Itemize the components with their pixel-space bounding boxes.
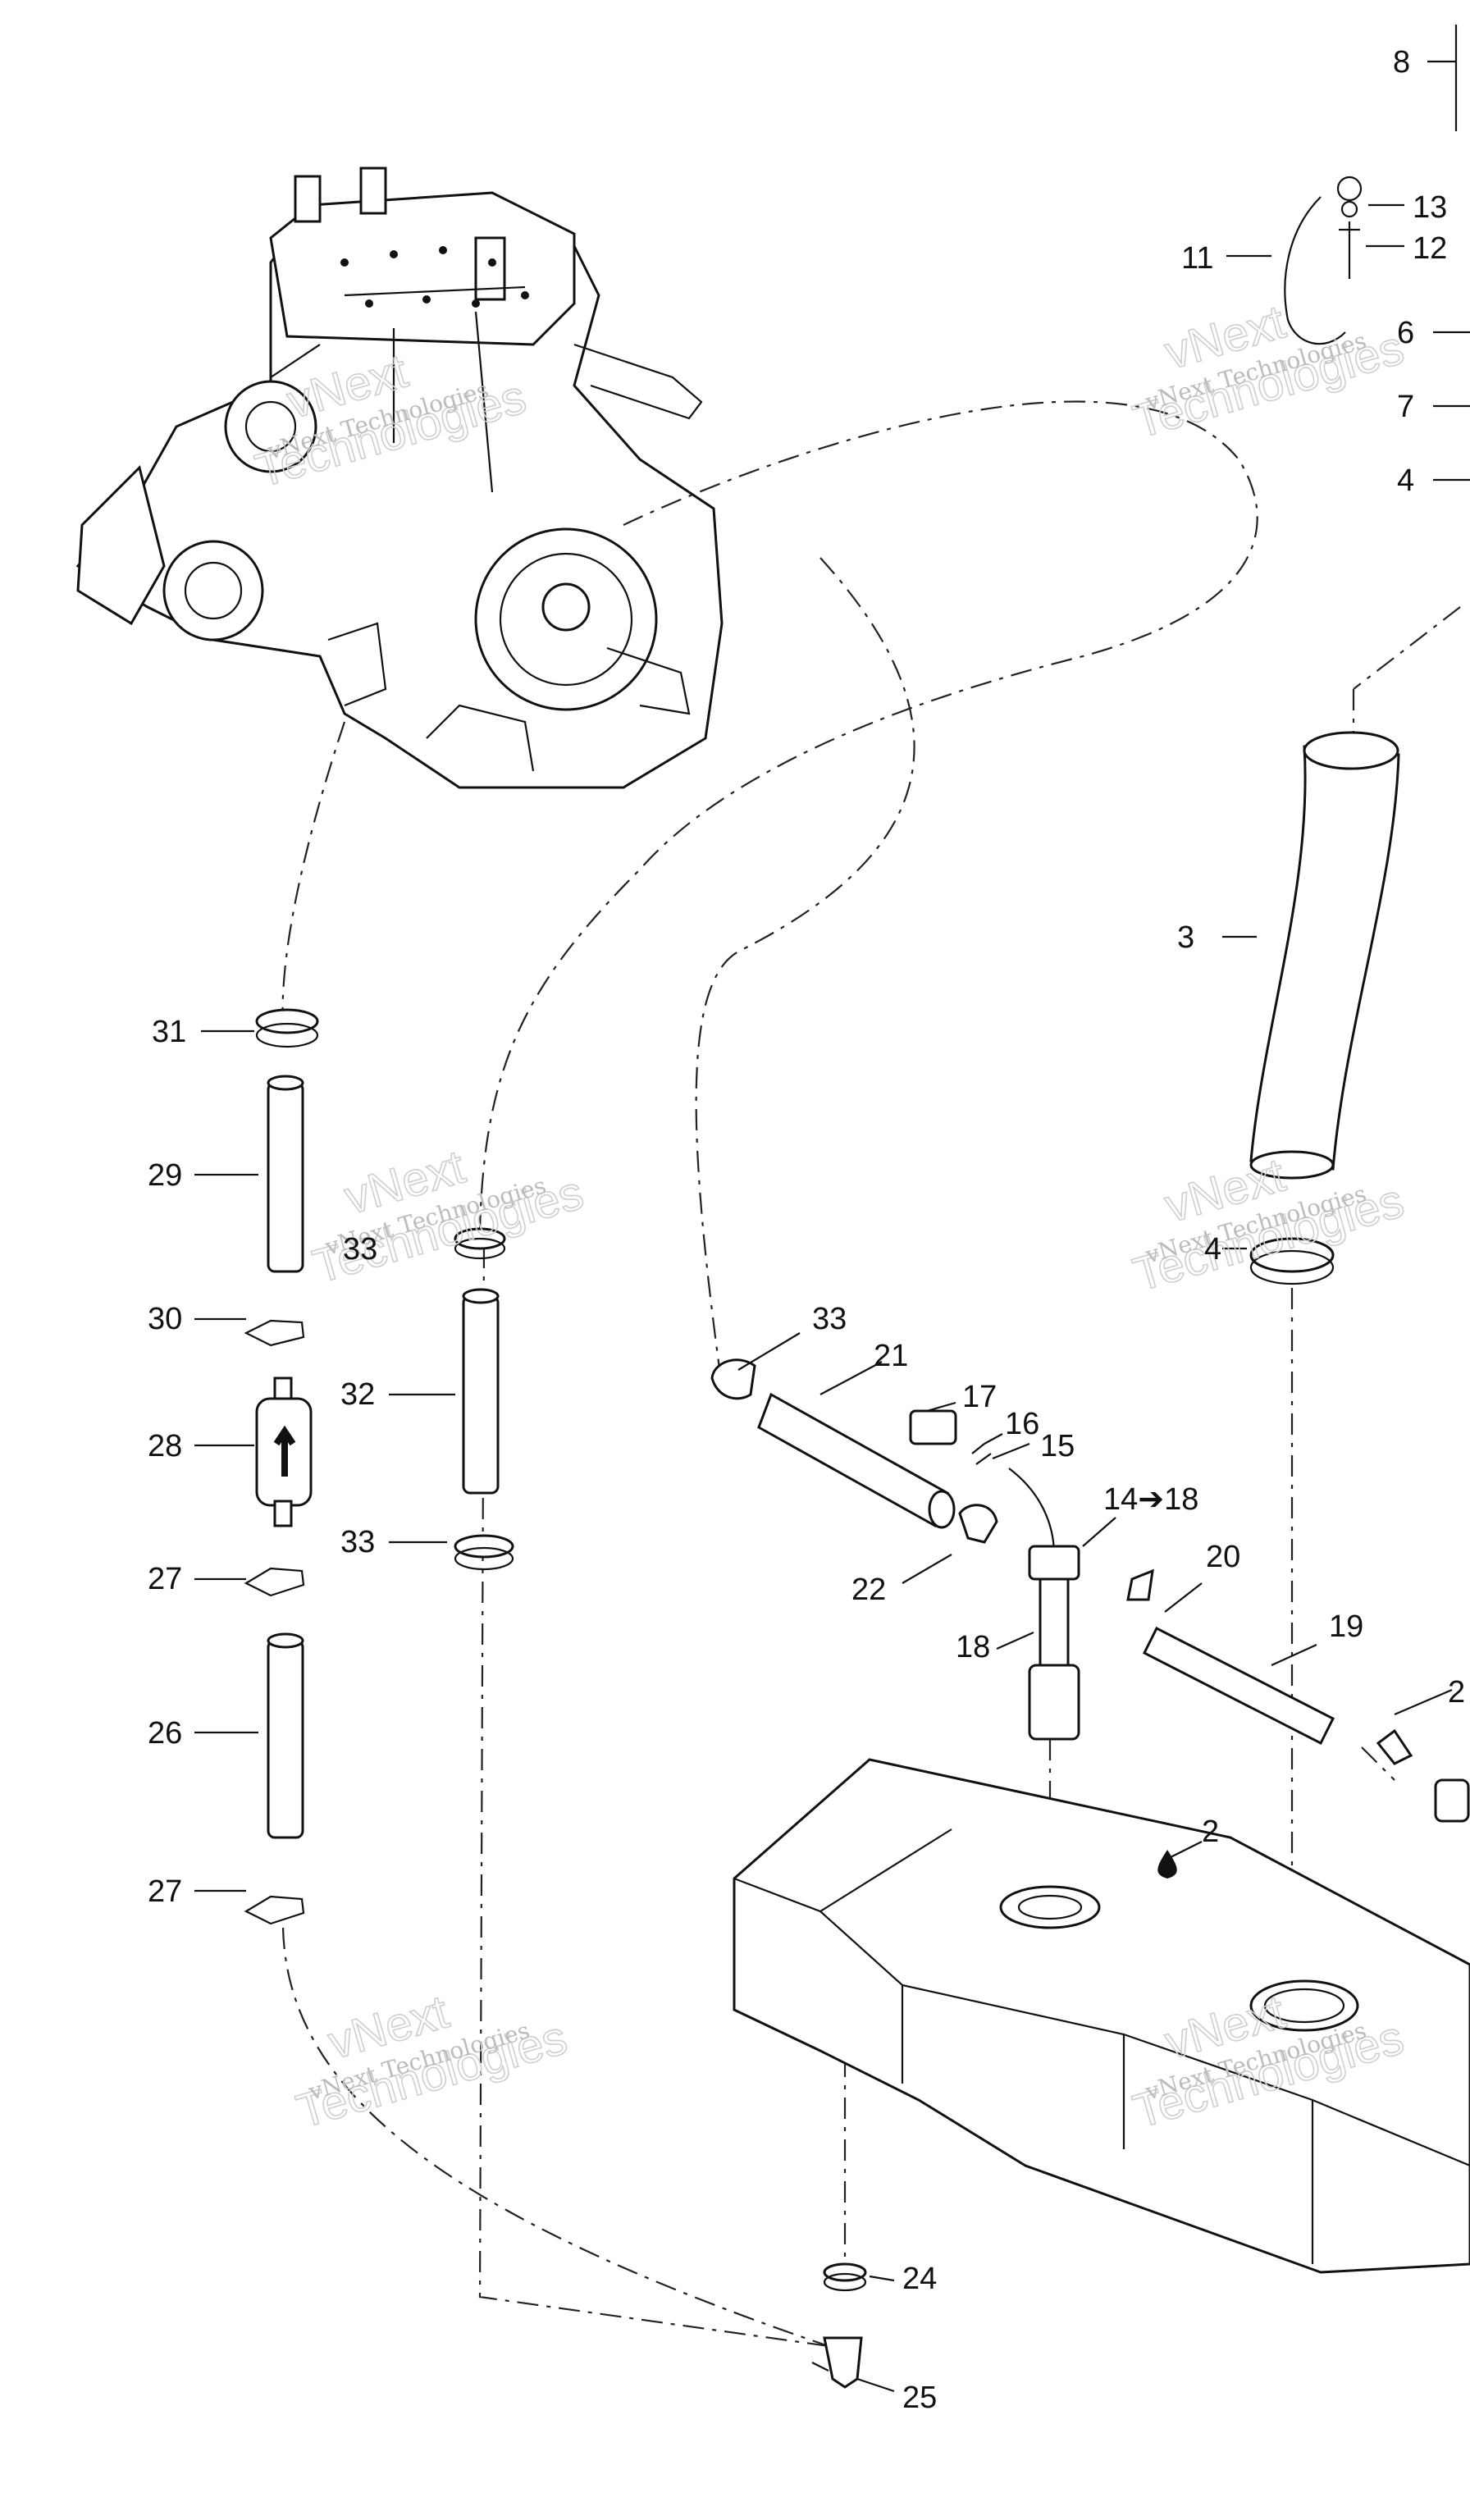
callout-27: 27 bbox=[148, 1874, 182, 1909]
fuel-tank bbox=[733, 1758, 1470, 2274]
callout-26: 26 bbox=[148, 1716, 182, 1751]
callout-24: 24 bbox=[902, 2262, 937, 2296]
watermark-top-right: vNext Technologies vNext Technologies bbox=[1127, 294, 1410, 450]
callout-4: 4 bbox=[1204, 1232, 1221, 1267]
callout-17: 17 bbox=[962, 1380, 997, 1414]
callout-22: 22 bbox=[851, 1573, 886, 1607]
callout-33: 33 bbox=[812, 1302, 847, 1336]
callout-16: 16 bbox=[1005, 1407, 1039, 1441]
left-fuel-line bbox=[244, 1008, 319, 1925]
filler-hose bbox=[1249, 731, 1400, 1180]
callout-7: 7 bbox=[1397, 390, 1414, 424]
callout-33: 33 bbox=[340, 1525, 375, 1559]
callout-25: 25 bbox=[902, 2381, 937, 2415]
callout-3: 3 bbox=[1177, 920, 1194, 955]
callout-28: 28 bbox=[148, 1429, 182, 1463]
callout-11: 11 bbox=[1181, 241, 1213, 276]
callout-29: 29 bbox=[148, 1158, 182, 1193]
center-fuel-line bbox=[454, 1227, 514, 1571]
callout-30: 30 bbox=[148, 1302, 182, 1336]
watermark-mid-left: vNext Technologies vNext Technologies bbox=[307, 1139, 590, 1294]
callout-19: 19 bbox=[1329, 1609, 1363, 1644]
pickup-assembly bbox=[710, 1358, 1470, 1823]
connection-lines bbox=[281, 400, 1461, 2348]
engine-assembly bbox=[75, 167, 724, 789]
callout-20: 20 bbox=[1206, 1540, 1240, 1574]
callout-2: 2 bbox=[1202, 1815, 1219, 1849]
callout-labels: 8 13 12 11 6 7 4 3 4 31 29 33 30 32 28 3… bbox=[148, 45, 1465, 2415]
callout-4: 4 bbox=[1397, 463, 1414, 498]
watermark-low-left: vNext Technologies vNext Technologies bbox=[290, 1984, 573, 2139]
vent-chain-assembly bbox=[1284, 25, 1458, 345]
callout-33: 33 bbox=[343, 1232, 377, 1267]
callout-15: 15 bbox=[1040, 1429, 1075, 1463]
callout-18: 18 bbox=[956, 1630, 990, 1664]
leader-lines bbox=[194, 60, 1470, 2393]
callout-21: 21 bbox=[874, 1339, 908, 1373]
callout-31: 31 bbox=[152, 1015, 186, 1049]
callout-27: 27 bbox=[148, 1562, 182, 1596]
callout-2: 2 bbox=[1448, 1675, 1465, 1710]
drain-fittings bbox=[811, 2262, 867, 2389]
clamp-4b bbox=[1249, 1237, 1335, 1285]
callout-32: 32 bbox=[340, 1377, 375, 1412]
callout-8: 8 bbox=[1393, 45, 1410, 80]
callout-14-18: 14➔18 bbox=[1103, 1482, 1198, 1517]
callout-12: 12 bbox=[1413, 231, 1447, 266]
callout-13: 13 bbox=[1413, 190, 1447, 225]
callout-6: 6 bbox=[1397, 316, 1414, 350]
